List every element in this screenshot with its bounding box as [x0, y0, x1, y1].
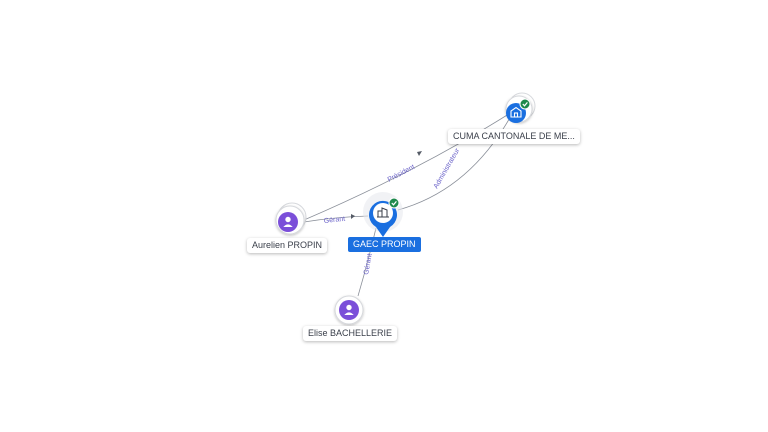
person-icon: [344, 304, 354, 315]
node-label-cuma-text: CUMA CANTONALE DE ME...: [453, 131, 575, 141]
svg-text:Administrateur: Administrateur: [433, 147, 462, 190]
edge-aurelien-gaec[interactable]: Gérant: [303, 214, 369, 225]
svg-text:Gérant: Gérant: [323, 216, 345, 225]
edge-label-president: Président: [387, 164, 416, 184]
node-aurelien[interactable]: [275, 202, 307, 235]
node-label-gaec[interactable]: GAEC PROPIN: [348, 237, 421, 252]
node-label-elise-text: Elise BACHELLERIE: [308, 328, 393, 338]
building-icon: [377, 207, 389, 218]
svg-text:Gérant: Gérant: [363, 253, 374, 275]
svg-text:Président: Président: [387, 164, 416, 184]
node-label-cuma[interactable]: CUMA CANTONALE DE ME...: [448, 129, 580, 144]
node-gaec[interactable]: [363, 192, 403, 237]
node-label-aurelien-text: Aurelien PROPIN: [252, 240, 323, 250]
node-label-gaec-text: GAEC PROPIN: [353, 239, 416, 249]
node-label-elise[interactable]: Elise BACHELLERIE: [303, 326, 398, 341]
person-icon: [283, 216, 293, 227]
node-cuma[interactable]: [505, 92, 536, 123]
node-label-aurelien[interactable]: Aurelien PROPIN: [247, 238, 328, 253]
verified-badge-icon: [388, 197, 400, 209]
edge-elise-gaec[interactable]: Gérant: [357, 227, 377, 297]
edge-label-gerant-elise: Gérant: [363, 253, 374, 275]
node-elise[interactable]: [334, 295, 364, 325]
edge-label-administrateur: Administrateur: [433, 147, 462, 190]
verified-badge-icon: [519, 98, 531, 110]
edge-label-gerant-aurelien: Gérant: [323, 216, 345, 225]
building-icon: [510, 106, 522, 118]
